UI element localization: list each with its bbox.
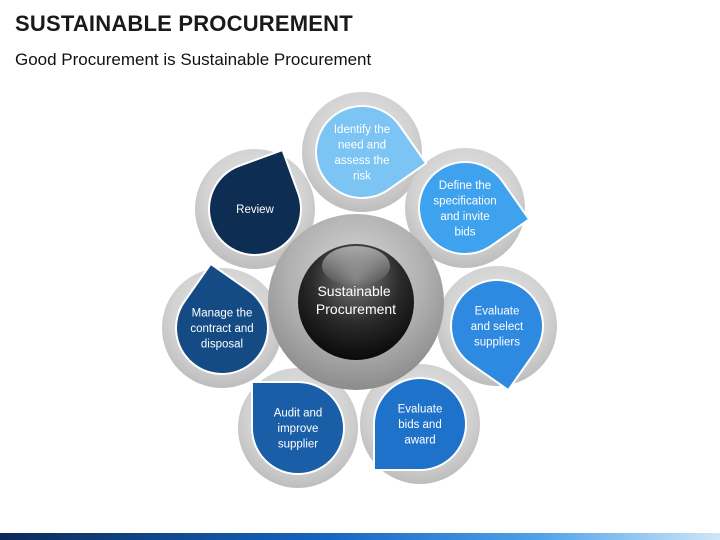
step-label-line: and select (471, 321, 524, 333)
step-label-line: Review (236, 204, 274, 216)
step-items: Identify the need and assess the riskDefine… (175, 105, 544, 475)
step-label-line: Define the (439, 180, 491, 192)
step-teardrop-2 (418, 161, 531, 255)
step-teardrop-3 (450, 279, 544, 392)
step-label-4: Evaluate bids and award (398, 404, 443, 447)
step-label-line: risk (353, 170, 371, 182)
step-label-line: bids (454, 226, 475, 238)
step-label-line: improve (278, 423, 319, 435)
hub-label-line-1: Sustainable (317, 283, 390, 299)
step-7: Review (208, 148, 302, 256)
hub-label-line-2: Procurement (316, 301, 396, 317)
step-label-line: supplier (278, 439, 318, 451)
step-teardrop-1 (315, 105, 428, 199)
step-label-line: specification (433, 195, 496, 207)
hub-highlight (322, 246, 390, 286)
step-4: Evaluate bids and award (373, 377, 467, 471)
step-2: Define the specification and invite bids (418, 161, 531, 255)
step-label-line: assess the (335, 155, 390, 167)
step-label-line: Manage the (192, 308, 253, 320)
step-label-line: award (404, 435, 435, 447)
step-6: Manage the contract and disposal (175, 262, 269, 375)
step-label-line: suppliers (474, 337, 520, 349)
step-label-line: Identify the (334, 124, 390, 136)
step-teardrop-6 (175, 262, 269, 375)
step-label-5: Audit and improve supplier (274, 408, 323, 451)
step-label-3: Evaluate and select suppliers (471, 306, 524, 349)
hub-label: Sustainable Procurement (316, 283, 396, 317)
step-label-line: Audit and (274, 408, 323, 420)
step-label-line: need and (338, 139, 386, 151)
step-teardrop-4 (373, 377, 467, 471)
step-label-2: Define the specification and invite bids (433, 180, 496, 239)
step-1: Identify the need and assess the risk (315, 105, 428, 199)
slide-subtitle: Good Procurement is Sustainable Procurem… (15, 50, 372, 69)
step-5: Audit and improve supplier (251, 381, 345, 475)
step-teardrop-7 (208, 148, 302, 256)
step-teardrop-5 (251, 381, 345, 475)
step-label-7: Review (236, 204, 274, 216)
step-3: Evaluate and select suppliers (450, 279, 544, 392)
slide-title: SUSTAINABLE PROCUREMENT (15, 11, 353, 36)
step-label-1: Identify the need and assess the risk (334, 124, 390, 183)
step-label-6: Manage the contract and disposal (190, 308, 253, 351)
center-hub: Sustainable Procurement (268, 214, 444, 390)
step-label-line: and invite (440, 211, 489, 223)
step-label-line: Evaluate (475, 306, 520, 318)
bottom-accent-bar (0, 533, 720, 540)
step-label-line: disposal (201, 339, 243, 351)
step-label-line: contract and (190, 323, 253, 335)
step-label-line: bids and (398, 419, 441, 431)
step-label-line: Evaluate (398, 404, 443, 416)
